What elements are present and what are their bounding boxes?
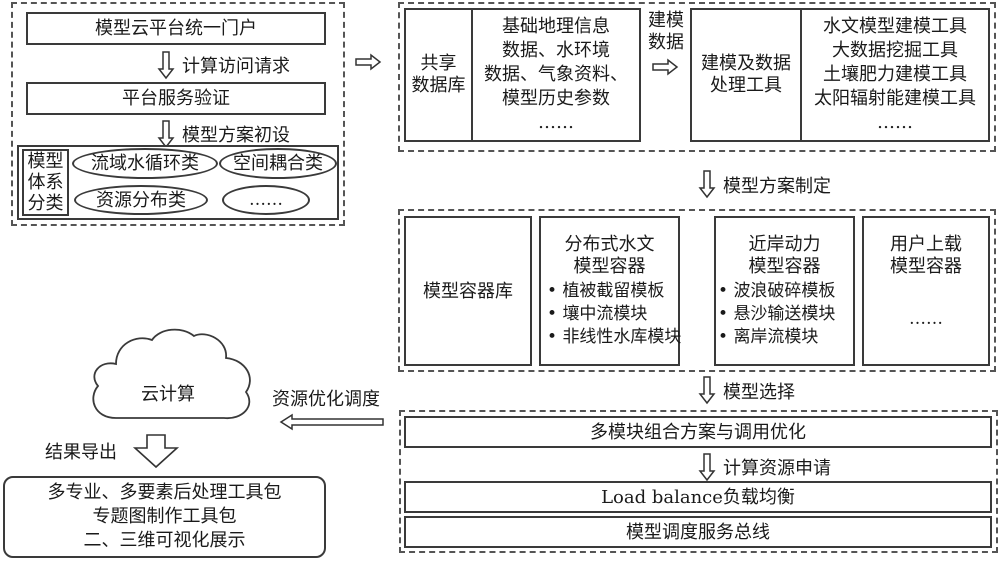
- hydro-title: 分布式水文: [564, 234, 655, 255]
- verify-label: 平台服务验证: [122, 88, 230, 109]
- left-arrow-icon: [279, 413, 384, 431]
- tool-item: ……: [877, 112, 913, 133]
- data-tools-group: [398, 2, 996, 152]
- data-item: ……: [538, 112, 574, 133]
- down-arrow-icon: [698, 170, 716, 199]
- right-arrow-icon: [355, 53, 382, 71]
- cloud-computing-label: 云计算: [141, 384, 195, 405]
- coastal-module-item: • 离岸流模块: [718, 327, 819, 347]
- post-processing-output-box: 多专业、多要素后处理工具包 专题图制作工具包 二、三维可视化展示: [3, 476, 326, 558]
- down-arrow-icon: [698, 376, 716, 405]
- container-group: [398, 209, 996, 372]
- modeling-tools-title: 建模及数据 处理工具: [690, 8, 802, 142]
- shared-database: 共享 数据库: [404, 8, 473, 142]
- hydro-module-item: • 植被截留模板: [547, 281, 665, 301]
- step-model-selection: 模型选择: [723, 382, 795, 403]
- step-compute-resource-request: 计算资源申请: [723, 458, 831, 479]
- modeling-data-label: 建模 数据: [648, 10, 684, 53]
- hydro-module-item: • 壤中流模块: [547, 304, 648, 324]
- portal-group: [11, 2, 345, 226]
- user-upload-title: 用户上载: [890, 234, 962, 255]
- hydro-module-item: • 非线性水库模块: [547, 327, 682, 347]
- class-watershed-cycle: 流域水循环类: [72, 148, 218, 179]
- step-compute-access-request: 计算访问请求: [182, 56, 290, 77]
- tool-item: 大数据挖掘工具: [832, 40, 958, 61]
- down-arrow-icon: [157, 120, 175, 149]
- down-arrow-icon: [157, 51, 175, 80]
- tool-item: 太阳辐射能建模工具: [814, 88, 976, 109]
- data-item: 基础地理信息: [502, 16, 610, 37]
- scheduling-group: [399, 410, 998, 553]
- resource-optimization-label: 资源优化调度: [272, 389, 380, 410]
- down-arrow-icon: [698, 453, 716, 482]
- coastal-container: 近岸动力 模型容器 • 波浪破碎模板 • 悬沙输送模块 • 离岸流模块: [714, 216, 855, 366]
- scheduling-service-bus: 模型调度服务总线: [404, 516, 992, 548]
- step-model-initial-plan: 模型方案初设: [182, 125, 290, 146]
- portal-box: 模型云平台统一门户: [26, 12, 326, 45]
- coastal-module-item: • 波浪破碎模板: [718, 281, 836, 301]
- data-item: 模型历史参数: [502, 88, 610, 109]
- portal-title: 模型云平台统一门户: [95, 18, 257, 39]
- cloud-icon: [92, 328, 251, 419]
- modeling-tools-list: 水文模型建模工具 大数据挖掘工具 土壤肥力建模工具 太阳辐射能建模工具 ……: [800, 8, 990, 142]
- class-spatial-coupling: 空间耦合类: [219, 148, 337, 179]
- class-more: ……: [222, 185, 310, 215]
- data-item: 数据、气象资料、: [484, 64, 628, 85]
- output-line: 多专业、多要素后处理工具包: [47, 482, 282, 503]
- multi-module-combination: 多模块组合方案与调用优化: [404, 416, 992, 448]
- down-arrow-icon: [132, 434, 180, 469]
- hydro-container: 分布式水文 模型容器 • 植被截留模板 • 壤中流模块 • 非线性水库模块: [539, 216, 682, 366]
- coastal-module-item: • 悬沙输送模块: [718, 304, 836, 324]
- coastal-title: 近岸动力: [748, 234, 821, 255]
- load-balance: Load balance负载均衡: [404, 481, 992, 513]
- step-model-plan-formulation: 模型方案制定: [723, 176, 831, 197]
- tool-item: 水文模型建模工具: [823, 16, 967, 37]
- model-container-library: 模型容器库: [404, 216, 532, 366]
- classification-label: 模型 体系 分类: [22, 149, 69, 216]
- output-line: 二、三维可视化展示: [83, 530, 246, 551]
- right-arrow-icon: [652, 58, 679, 76]
- data-item: 数据、水环境: [502, 40, 610, 61]
- output-line: 专题图制作工具包: [92, 506, 237, 527]
- result-export-label: 结果导出: [45, 442, 117, 463]
- class-resource-distribution: 资源分布类: [74, 185, 208, 215]
- tool-item: 土壤肥力建模工具: [823, 64, 967, 85]
- data-items-box: 基础地理信息 数据、水环境 数据、气象资料、 模型历史参数 ……: [471, 8, 641, 142]
- verify-box: 平台服务验证: [26, 82, 326, 115]
- user-upload-container: 用户上载 模型容器 ……: [862, 216, 990, 366]
